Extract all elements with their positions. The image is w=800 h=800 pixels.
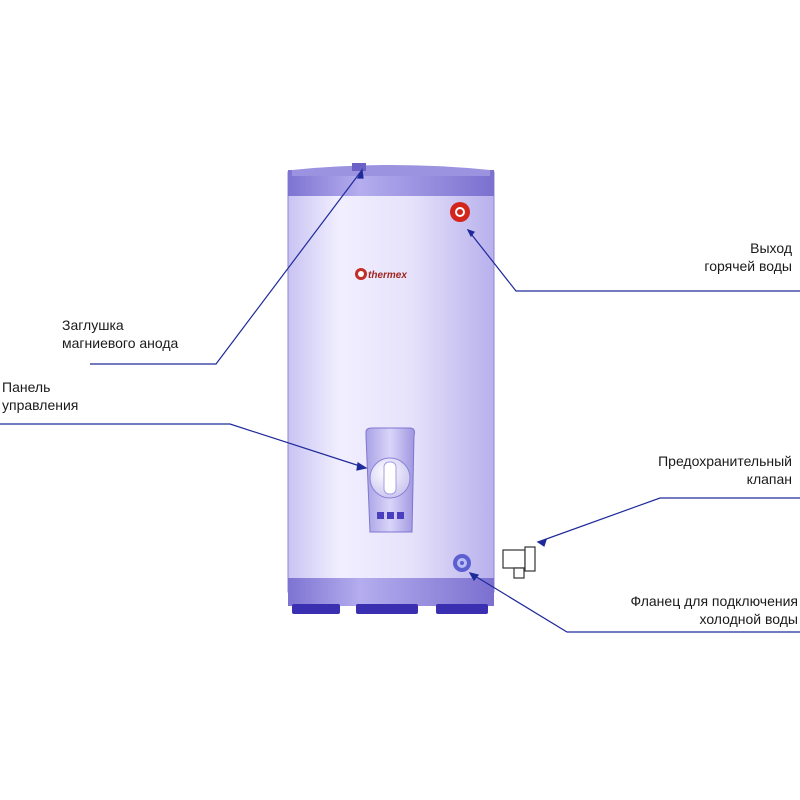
label-cold-line2: холодной воды (699, 611, 798, 627)
label-safety-valve: Предохранительный клапан (658, 452, 792, 488)
thermex-logo (355, 268, 367, 280)
label-cold-line1: Фланец для подключения (630, 593, 798, 609)
hot-water-outlet (450, 202, 470, 222)
tank-foot-right (436, 604, 488, 614)
cold-water-flange (453, 554, 471, 572)
logo-text: thermex (368, 270, 407, 281)
safety-valve (502, 546, 536, 579)
label-control-panel: Панель управления (2, 378, 78, 414)
label-anode-line2: магниевого анода (62, 335, 179, 351)
tank-foot-center (356, 604, 418, 614)
label-control-line2: управления (2, 397, 79, 413)
tank-bottom-band (288, 578, 494, 606)
label-anode-line1: Заглушка (62, 317, 124, 333)
leader-hot-water (467, 229, 800, 292)
water-heater-tank (287, 163, 495, 614)
control-panel (365, 427, 415, 533)
indicator-light-1 (377, 512, 384, 519)
leader-anode-plug (90, 169, 363, 365)
label-control-line1: Панель (2, 379, 51, 395)
label-anode-plug: Заглушка магниевого анода (62, 316, 178, 352)
tank-foot-left (292, 604, 340, 614)
indicator-light-2 (387, 512, 394, 519)
label-safety-line2: клапан (746, 471, 792, 487)
label-hot-water-line1: Выход (750, 240, 792, 256)
leader-lines (0, 167, 800, 633)
anode-plug (352, 163, 366, 171)
label-hot-water-outlet: Выход горячей воды (704, 239, 792, 275)
leader-cold-water (469, 572, 800, 633)
indicator-light-3 (397, 512, 404, 519)
label-cold-water-flange: Фланец для подключения холодной воды (631, 592, 798, 628)
leader-control-panel (0, 423, 367, 469)
leader-safety-valve (537, 497, 800, 543)
label-safety-line1: Предохранительный (658, 453, 792, 469)
label-hot-water-line2: горячей воды (704, 258, 792, 274)
tank-top-cap (292, 165, 490, 176)
